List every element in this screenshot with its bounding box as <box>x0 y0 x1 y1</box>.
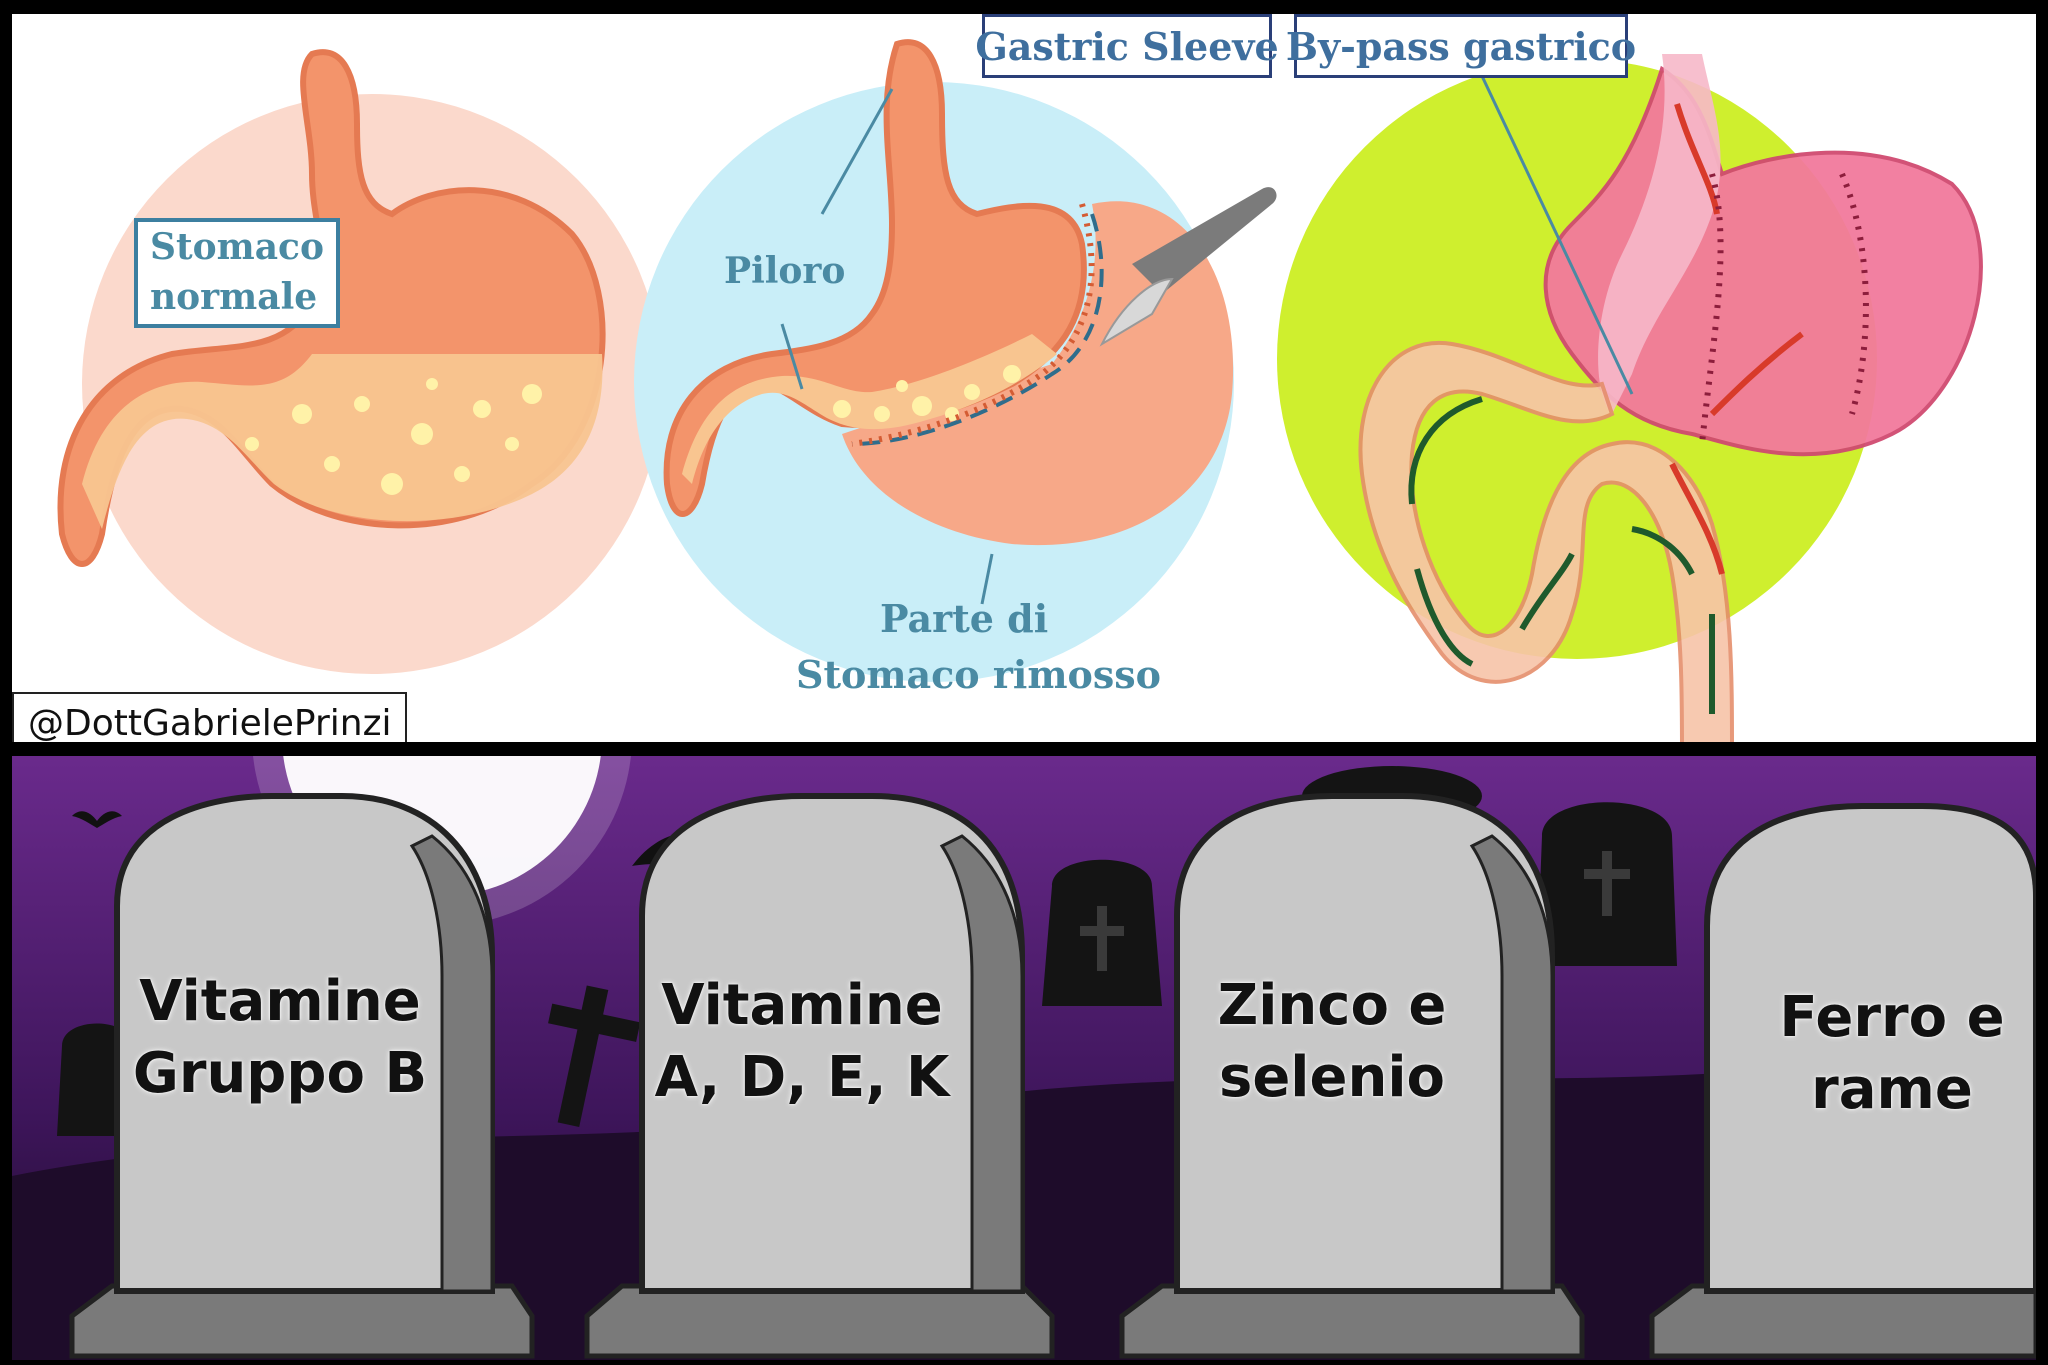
removed-stomach-part <box>842 201 1234 546</box>
tombstone-2-text: Vitamine A, D, E, K <box>652 970 952 1114</box>
label-normal-line2: normale <box>150 276 318 318</box>
tombstone-4-text: Ferro e rame <box>1742 982 2036 1126</box>
scalpel-icon <box>1099 187 1277 347</box>
stomach-diagram-panel: Stomaco normale Gastric Sleeve By-pass g… <box>12 14 2036 742</box>
tombstone-1-line1: Vitamine <box>139 969 421 1034</box>
tombstone-3-line1: Zinco e <box>1217 973 1447 1038</box>
tombstone-1-line2: Gruppo B <box>132 1041 428 1106</box>
graveyard-panel: Vitamine Gruppo B Vitamine A, D, E, K Zi… <box>12 756 2036 1360</box>
tombstone-2-line2: A, D, E, K <box>654 1045 950 1110</box>
label-normal-line1: Stomaco <box>150 226 324 268</box>
label-pylorus: Piloro <box>724 250 846 292</box>
label-normal-box <box>134 218 340 328</box>
tombstone-3-text: Zinco e selenio <box>1182 970 1482 1114</box>
author-handle: @DottGabrielePrinzi <box>12 692 407 742</box>
label-sleeve: Gastric Sleeve <box>975 14 1279 78</box>
sleeve-stomach-illustration <box>663 39 1095 517</box>
graveyard-scene <box>12 756 2036 1360</box>
tombstone-4-line1: Ferro e <box>1779 985 2005 1050</box>
label-bypass: By-pass gastrico <box>1286 14 1636 78</box>
tombstone-3-line2: selenio <box>1218 1045 1446 1110</box>
bypass-stomach-illustration <box>1358 54 1983 742</box>
label-removed-line1: Parte di <box>880 596 1049 641</box>
tombstone-2 <box>584 793 1055 1359</box>
tombstone-4-line2: rame <box>1811 1057 1973 1122</box>
cross-icons <box>1080 851 1630 971</box>
tombstone-1 <box>69 793 535 1359</box>
tombstone-1-text: Vitamine Gruppo B <box>130 966 430 1110</box>
tombstone-3 <box>1119 793 1585 1359</box>
tombstone-4 <box>1649 803 2036 1359</box>
tombstone-2-line1: Vitamine <box>661 973 943 1038</box>
label-removed-line2: Stomaco rimosso <box>796 652 1162 697</box>
stomach-illustrations <box>57 39 1983 742</box>
